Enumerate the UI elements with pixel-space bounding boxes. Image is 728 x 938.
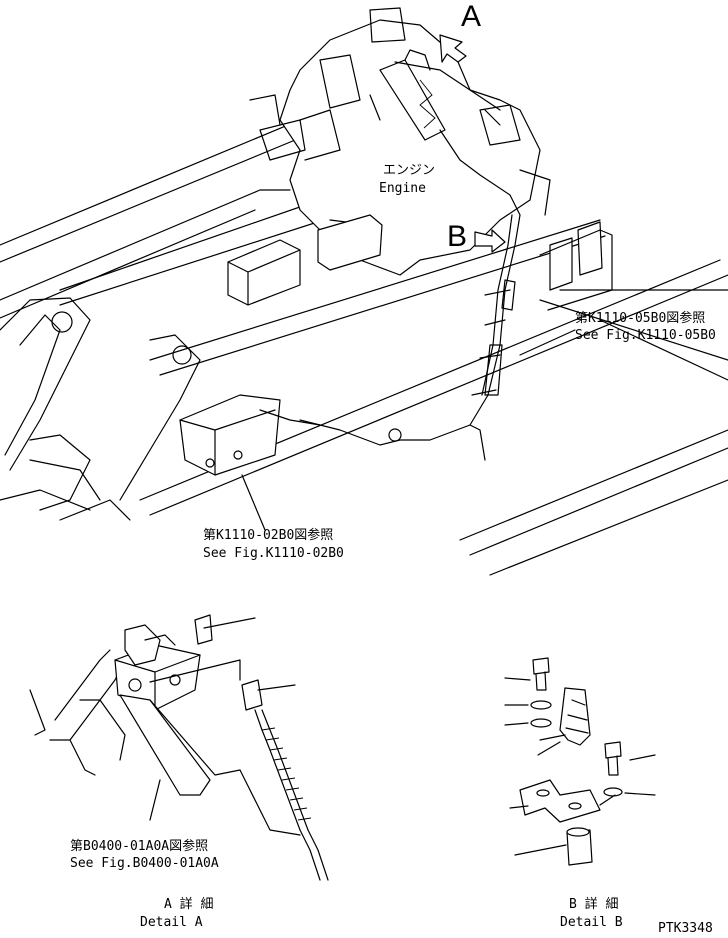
- ref-k1110-02b0-en: See Fig.K1110-02B0: [203, 546, 344, 561]
- ref-k1110-05b0-en: See Fig.K1110-05B0: [575, 328, 716, 343]
- drawing-code: PTK3348: [658, 921, 713, 936]
- leaders: [241, 289, 576, 531]
- detail-a-label-jp: A 詳 細: [164, 897, 214, 912]
- detail-a-drawing: [29, 614, 329, 881]
- ref-b0400-01a0a-jp: 第B0400-01A0A図参照: [70, 839, 209, 854]
- detail-b-drawing: [504, 657, 656, 866]
- frame-rails: [0, 109, 728, 576]
- ref-k1110-05b0-jp: 第K1110-05B0図参照: [575, 311, 706, 326]
- view-marker-b: B: [447, 220, 468, 253]
- boom-bracket: [0, 297, 201, 521]
- ref-b0400-01a0a-en: See Fig.B0400-01A0A: [70, 856, 219, 871]
- battery-box: [539, 221, 613, 311]
- arrow-a: [439, 34, 467, 63]
- engine-label-en: Engine: [379, 181, 426, 196]
- control-cable: [299, 214, 521, 461]
- arrow-b: [474, 229, 506, 253]
- detail-b-label-jp: B 詳 細: [569, 897, 619, 912]
- throttle-linkage: [369, 49, 521, 216]
- view-marker-a: A: [461, 0, 482, 33]
- ref-k1110-02b0-jp: 第K1110-02B0図参照: [203, 528, 334, 543]
- engine-outline: [249, 7, 551, 276]
- detail-a-label-en: Detail A: [140, 915, 203, 930]
- step-boxes: [227, 214, 383, 306]
- lever-box: [179, 394, 321, 476]
- detail-b-label-en: Detail B: [560, 915, 623, 930]
- engine-label-jp: エンジン: [383, 163, 436, 178]
